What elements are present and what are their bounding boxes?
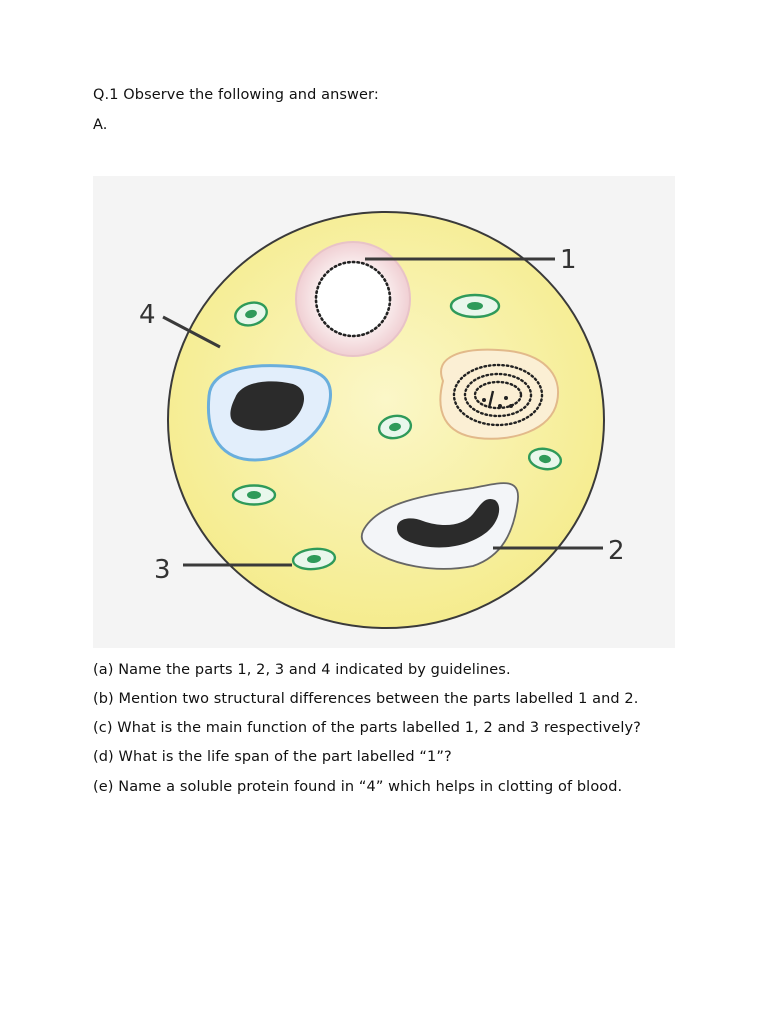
small-green-cell <box>449 293 501 319</box>
question-e: (e) Name a soluble protein found in “4” … <box>93 779 623 795</box>
label-2: 2 <box>608 536 625 566</box>
cell-part-3 <box>291 547 337 571</box>
blood-smear-figure: 1 2 3 4 <box>93 176 675 648</box>
small-green-cell <box>377 414 413 440</box>
blue-nucleated-cell <box>206 364 333 462</box>
question-a: (a) Name the parts 1, 2, 3 and 4 indicat… <box>93 662 511 678</box>
label-3: 3 <box>154 555 171 585</box>
small-green-cell <box>527 447 563 471</box>
cell-part-1 <box>295 241 411 357</box>
label-1: 1 <box>560 245 577 275</box>
section-label: A. <box>93 117 108 133</box>
question-c: (c) What is the main function of the par… <box>93 720 641 736</box>
granular-cell <box>439 348 559 440</box>
cell-part-2 <box>360 482 519 570</box>
guideline-4 <box>162 315 221 349</box>
question-d: (d) What is the life span of the part la… <box>93 749 452 765</box>
question-heading: Q.1 Observe the following and answer: <box>93 87 379 103</box>
small-green-cells <box>231 293 563 571</box>
small-green-cell <box>231 484 277 506</box>
question-b: (b) Mention two structural differences b… <box>93 691 639 707</box>
label-4: 4 <box>139 300 156 330</box>
small-green-cell <box>234 301 268 327</box>
